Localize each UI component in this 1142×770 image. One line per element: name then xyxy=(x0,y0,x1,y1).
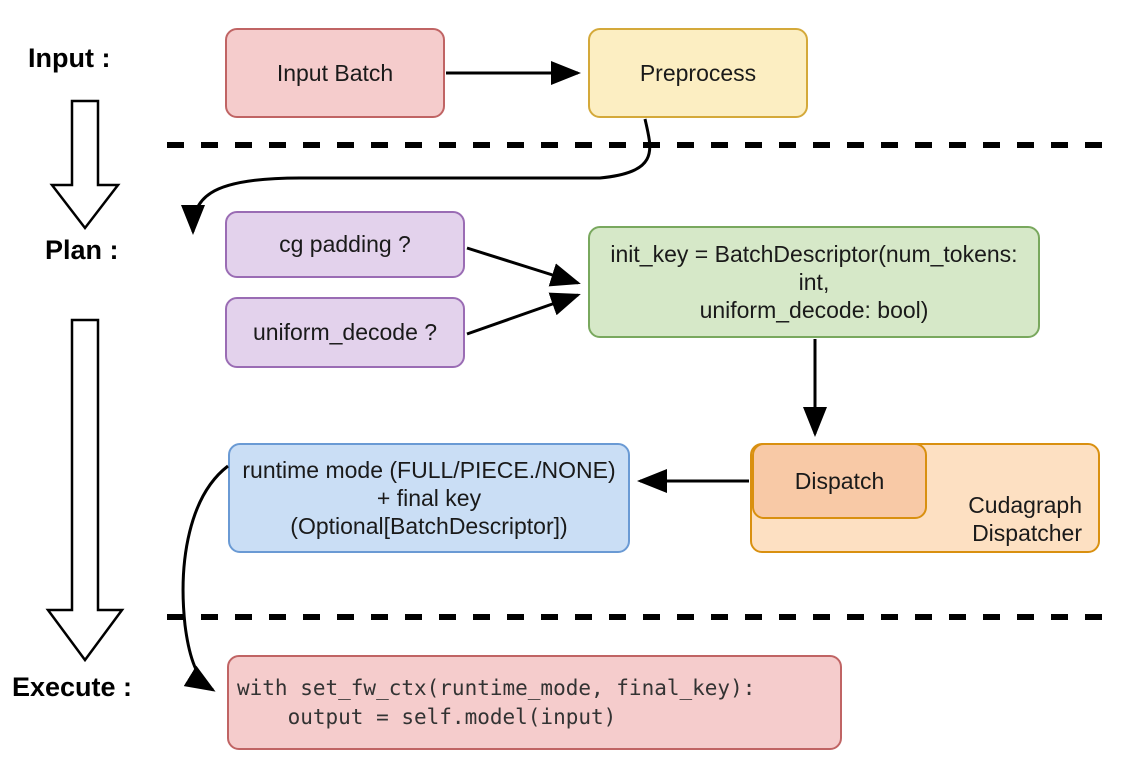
node-input-batch[interactable]: Input Batch xyxy=(225,28,445,118)
node-preprocess-label: Preprocess xyxy=(639,59,757,86)
node-init-key-line2: uniform_decode: bool) xyxy=(699,297,929,324)
connector-uniform-decode-to-init-key xyxy=(466,292,581,336)
node-input-batch-label: Input Batch xyxy=(276,59,394,86)
connector-runtime-mode-to-execute-code xyxy=(181,464,229,692)
node-execute-code[interactable]: with set_fw_ctx(runtime_mode, final_key)… xyxy=(227,655,842,750)
node-init-key[interactable]: init_key = BatchDescriptor(num_tokens: i… xyxy=(588,226,1040,338)
node-execute-code-line1: with set_fw_ctx(runtime_mode, final_key)… xyxy=(237,676,756,701)
stage-label-execute: Execute : xyxy=(12,672,133,702)
node-dispatch-label: Dispatch xyxy=(794,467,885,494)
node-cudagraph-dispatcher-line2: Dispatcher xyxy=(972,519,1082,546)
node-runtime-mode-line2: + final key (Optional[BatchDescriptor]) xyxy=(290,484,568,540)
down-block-arrow-icon-plan-to-execute xyxy=(45,318,125,663)
node-init-key-line1: init_key = BatchDescriptor(num_tokens: i… xyxy=(610,240,1018,295)
node-cg-padding[interactable]: cg padding ? xyxy=(225,211,465,278)
node-uniform-decode-label: uniform_decode ? xyxy=(252,319,438,346)
node-cudagraph-dispatcher-line1: Cudagraph xyxy=(968,491,1082,518)
node-uniform-decode[interactable]: uniform_decode ? xyxy=(225,297,465,368)
connector-cg-padding-to-init-key xyxy=(466,246,581,287)
node-runtime-mode[interactable]: runtime mode (FULL/PIECE./NONE) + final … xyxy=(228,443,630,553)
node-runtime-mode-line1: runtime mode (FULL/PIECE./NONE) xyxy=(242,456,616,483)
node-cg-padding-label: cg padding ? xyxy=(279,231,411,258)
stage-label-input: Input : xyxy=(28,43,111,73)
stage-label-plan: Plan : xyxy=(45,235,119,265)
node-preprocess[interactable]: Preprocess xyxy=(588,28,808,118)
node-dispatch[interactable]: Dispatch xyxy=(752,443,927,519)
node-execute-code-line2: output = self.model(input) xyxy=(237,704,617,729)
down-block-arrow-icon-input-to-plan xyxy=(49,99,121,231)
